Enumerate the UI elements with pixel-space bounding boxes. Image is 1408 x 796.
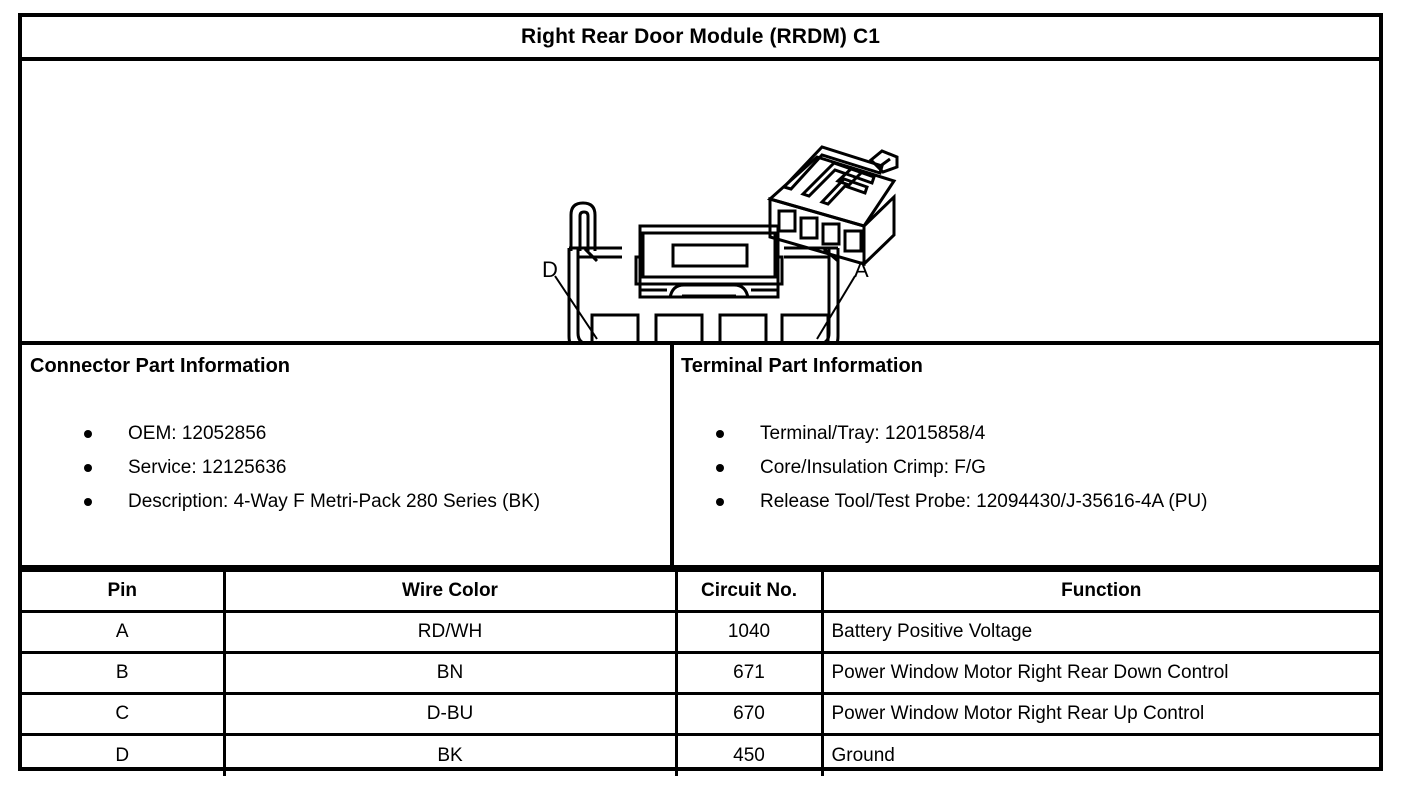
- pin-callout-d-label: D: [542, 257, 558, 282]
- terminal-part-information-list: Terminal/Tray: 12015858/4 Core/Insulatio…: [716, 417, 1207, 519]
- cell-circuit-no: 1040: [674, 610, 824, 654]
- cell-pin: C: [22, 692, 226, 736]
- connector-face-diagram: D A: [542, 145, 899, 341]
- cell-function: Power Window Motor Right Rear Down Contr…: [820, 651, 1379, 695]
- connector-face-view: [554, 201, 856, 341]
- connector-part-information-heading: Connector Part Information: [30, 355, 291, 377]
- page-title: Right Rear Door Module (RRDM) C1: [520, 25, 881, 48]
- pin-callout-a-label: A: [854, 257, 869, 282]
- cavity-b: [718, 313, 768, 341]
- bullet-icon: [716, 498, 724, 506]
- list-item: OEM: 12052856: [84, 417, 540, 451]
- cell-function: Power Window Motor Right Rear Up Control: [820, 692, 1379, 736]
- terminal-part-information-panel: Terminal Part Information Terminal/Tray:…: [674, 345, 1379, 565]
- cell-wire-color: D-BU: [222, 692, 678, 736]
- list-item: Terminal/Tray: 12015858/4: [716, 417, 1207, 451]
- list-item-label: Description: 4-Way F Metri-Pack 280 Seri…: [128, 491, 541, 512]
- column-header-function: Function: [820, 569, 1379, 612]
- cell-function: Battery Positive Voltage: [820, 610, 1379, 654]
- table-row: D BK 450 Ground: [22, 733, 1379, 776]
- bullet-icon: [716, 464, 724, 472]
- bullet-icon: [84, 430, 92, 438]
- list-item: Description: 4-Way F Metri-Pack 280 Seri…: [84, 485, 540, 519]
- list-item-label: OEM: 12052856: [128, 423, 267, 444]
- bullet-icon: [84, 498, 92, 506]
- list-item-label: Terminal/Tray: 12015858/4: [760, 423, 986, 444]
- list-item: Service: 12125636: [84, 451, 540, 485]
- bullet-icon: [716, 430, 724, 438]
- connector-info-sheet: Right Rear Door Module (RRDM) C1: [18, 13, 1383, 776]
- cell-circuit-no: 671: [674, 651, 824, 695]
- cell-circuit-no: 670: [674, 692, 824, 736]
- part-information-band: Connector Part Information OEM: 12052856…: [22, 345, 1379, 569]
- sheet-title-bar: Right Rear Door Module (RRDM) C1: [22, 17, 1379, 61]
- cell-pin: A: [22, 610, 226, 654]
- table-row: A RD/WH 1040 Battery Positive Voltage: [22, 610, 1379, 654]
- list-item-label: Core/Insulation Crimp: F/G: [760, 457, 986, 478]
- connector-part-information-panel: Connector Part Information OEM: 12052856…: [22, 345, 674, 565]
- connector-part-information-list: OEM: 12052856 Service: 12125636 Descript…: [84, 417, 540, 519]
- column-header-wire-color: Wire Color: [222, 569, 678, 612]
- list-item-label: Release Tool/Test Probe: 12094430/J-3561…: [760, 491, 1208, 512]
- list-item: Core/Insulation Crimp: F/G: [716, 451, 1207, 485]
- list-item-label: Service: 12125636: [128, 457, 287, 478]
- cavity-c: [654, 313, 704, 341]
- cell-wire-color: BK: [222, 733, 678, 776]
- cell-wire-color: BN: [222, 651, 678, 695]
- table-row: C D-BU 670 Power Window Motor Right Rear…: [22, 692, 1379, 736]
- table-header-row: Pin Wire Color Circuit No. Function: [22, 569, 1379, 612]
- cavity-d: [590, 313, 640, 341]
- cell-pin: B: [22, 651, 226, 695]
- cell-function: Ground: [820, 733, 1379, 776]
- bullet-icon: [84, 464, 92, 472]
- cell-pin: D: [22, 733, 226, 776]
- list-item: Release Tool/Test Probe: 12094430/J-3561…: [716, 485, 1207, 519]
- table-row: B BN 671 Power Window Motor Right Rear D…: [22, 651, 1379, 695]
- cell-wire-color: RD/WH: [222, 610, 678, 654]
- pin-assignment-table: Pin Wire Color Circuit No. Function A RD…: [22, 569, 1379, 776]
- column-header-pin: Pin: [22, 569, 226, 612]
- column-header-circuit-no: Circuit No.: [674, 569, 824, 612]
- cell-circuit-no: 450: [674, 733, 824, 776]
- connector-diagram-area: D A: [22, 61, 1379, 345]
- connector-isometric-view: [766, 145, 899, 268]
- cavity-a: [780, 313, 830, 341]
- terminal-part-information-heading: Terminal Part Information: [681, 355, 923, 377]
